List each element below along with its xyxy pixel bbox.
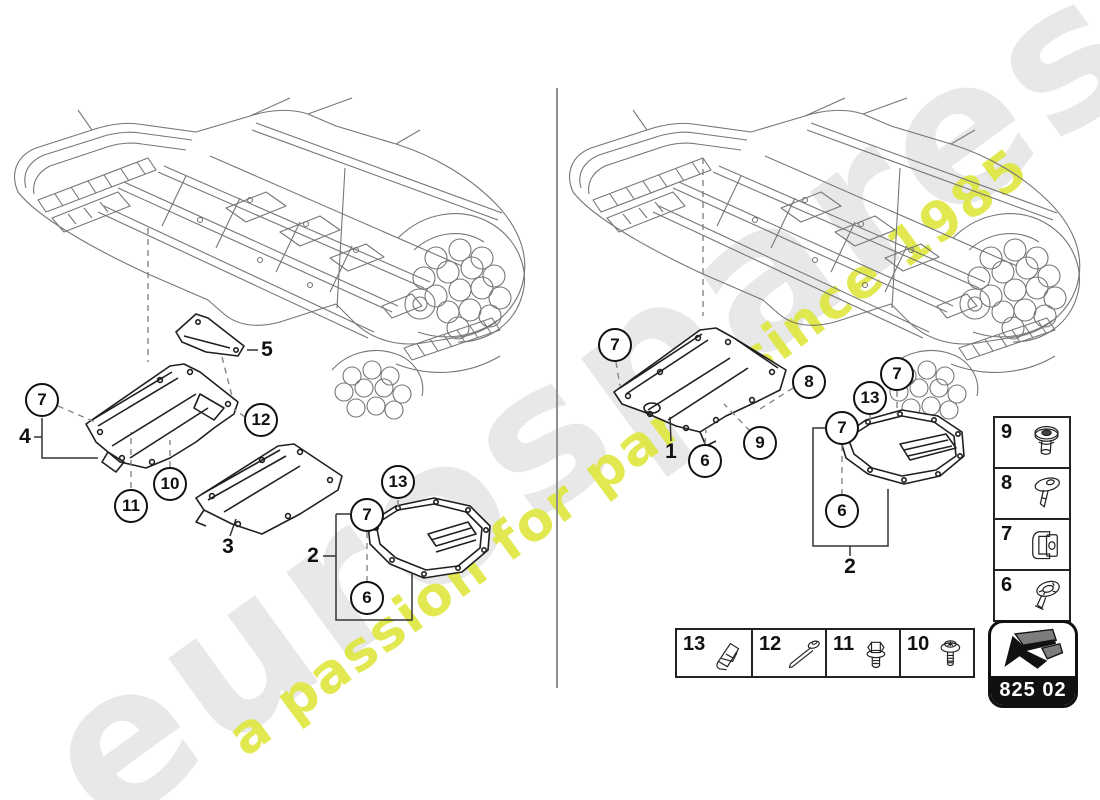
callout-7[interactable]: 7 <box>25 383 59 417</box>
callout-11[interactable]: 11 <box>114 489 148 523</box>
legend-cell-13[interactable]: 13 <box>677 630 751 676</box>
legend-cell-10[interactable]: 10 <box>899 630 973 676</box>
u-clip-nut-icon <box>1022 523 1068 565</box>
mushroom-screw-icon <box>1022 472 1068 514</box>
part-number-label-4[interactable]: 4 <box>19 425 31 448</box>
callout-12[interactable]: 12 <box>244 403 278 437</box>
leader-lines-dashed <box>57 158 898 581</box>
callout-13[interactable]: 13 <box>853 381 887 415</box>
badge-code: 825 02 <box>991 676 1075 705</box>
part-number-label-5[interactable]: 5 <box>261 338 273 361</box>
long-screw-icon <box>781 633 824 675</box>
legend-cell-number: 7 <box>1001 523 1013 545</box>
badge-arrow-icon <box>991 623 1075 676</box>
callout-7[interactable]: 7 <box>350 498 384 532</box>
exploded-panels-left <box>85 313 491 579</box>
push-pin-clip-icon <box>1022 421 1068 463</box>
fastener-legend-row: 13 12 11 10 <box>675 628 975 678</box>
legend-cell-9[interactable]: 9 <box>995 418 1069 467</box>
callout-7[interactable]: 7 <box>598 328 632 362</box>
grommet-clip-icon <box>1022 574 1068 616</box>
legend-cell-number: 6 <box>1001 574 1013 596</box>
callout-6[interactable]: 6 <box>350 581 384 615</box>
part-number-label-2[interactable]: 2 <box>844 555 856 578</box>
callout-7[interactable]: 7 <box>825 411 859 445</box>
legend-cell-12[interactable]: 12 <box>751 630 825 676</box>
legend-cell-6[interactable]: 6 <box>995 569 1069 620</box>
callout-9[interactable]: 9 <box>743 426 777 460</box>
car-underbody-left <box>14 97 526 420</box>
fastener-legend-column: 9 8 7 6 <box>993 416 1071 622</box>
legend-cell-number: 10 <box>907 633 930 655</box>
hex-bolt-icon <box>854 633 898 675</box>
callout-13[interactable]: 13 <box>381 465 415 499</box>
callout-6[interactable]: 6 <box>825 494 859 528</box>
part-number-label-1[interactable]: 1 <box>665 440 677 463</box>
exploded-panels-right <box>613 327 965 485</box>
legend-cell-7[interactable]: 7 <box>995 518 1069 569</box>
callout-10[interactable]: 10 <box>153 467 187 501</box>
legend-cell-number: 9 <box>1001 421 1013 443</box>
part-number-label-3[interactable]: 3 <box>222 535 234 558</box>
legend-cell-number: 11 <box>833 633 855 655</box>
part-number-label-2[interactable]: 2 <box>307 544 319 567</box>
callout-6[interactable]: 6 <box>688 444 722 478</box>
legend-cell-8[interactable]: 8 <box>995 467 1069 518</box>
spring-clip-icon <box>705 633 750 675</box>
legend-cell-number: 13 <box>683 633 706 655</box>
legend-cell-11[interactable]: 11 <box>825 630 899 676</box>
callout-8[interactable]: 8 <box>792 365 826 399</box>
legend-cell-number: 12 <box>759 633 782 655</box>
callout-7[interactable]: 7 <box>880 357 914 391</box>
view-divider-line <box>556 88 558 688</box>
leader-lines-solid <box>34 349 889 621</box>
torx-screw-icon <box>929 633 972 675</box>
section-badge[interactable]: 825 02 <box>988 620 1078 708</box>
legend-cell-number: 8 <box>1001 472 1013 494</box>
